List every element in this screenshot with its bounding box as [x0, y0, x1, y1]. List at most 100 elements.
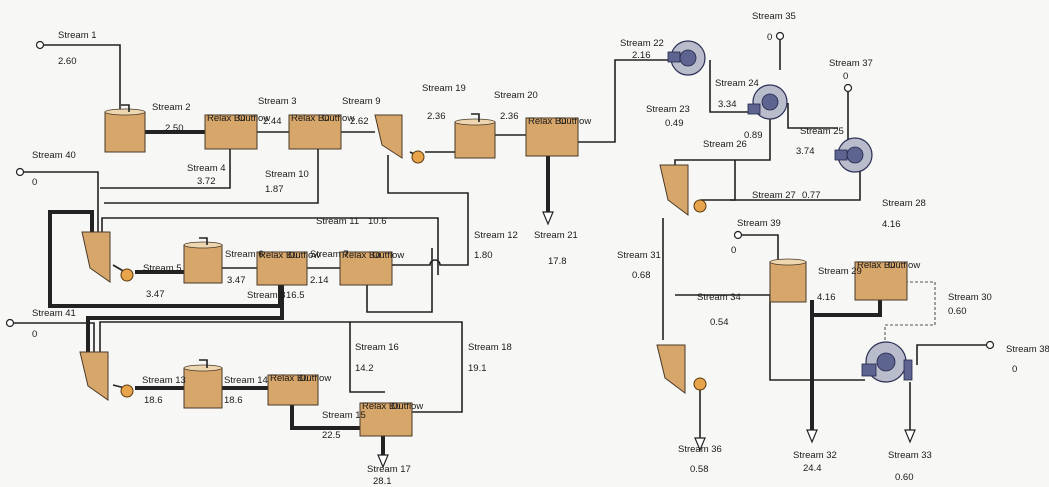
stream-name: Stream 27 — [752, 190, 796, 201]
stream-value: 24.4 — [803, 463, 822, 474]
stream-value: 0 — [32, 329, 37, 340]
cyclone-icon[interactable] — [656, 344, 686, 394]
stream-name: Stream 17 — [367, 464, 411, 475]
stream-value: 10.6 — [368, 216, 387, 227]
stream-name: Stream 30 — [948, 292, 992, 303]
stream-value: 0.54 — [710, 317, 729, 328]
stream-value: 0.89 — [744, 130, 763, 141]
stream-value: 16.5 — [286, 290, 305, 301]
svg-text:Outflow: Outflow — [391, 401, 423, 412]
stream-value: 4.16 — [882, 219, 901, 230]
cyclone-icon[interactable] — [81, 231, 111, 283]
stream-name: Stream 2 — [152, 102, 191, 113]
separator-icon[interactable] — [747, 84, 788, 120]
stream-name: Stream 37 — [829, 58, 873, 69]
stream-labels: Stream 1 2.60 Stream 2 2.50 Stream 3 2.4… — [32, 11, 1049, 487]
stream-name: Stream 16 — [355, 342, 399, 353]
stream-name: Stream 41 — [32, 308, 76, 319]
stream-name: Stream 22 — [620, 38, 664, 49]
stream-name: Stream 18 — [468, 342, 512, 353]
mixer-tank-icon[interactable] — [104, 104, 146, 153]
stream-value: 0.58 — [690, 464, 709, 475]
feed-point-icon[interactable] — [985, 340, 995, 350]
pump-icon[interactable] — [411, 150, 425, 164]
svg-text:Outflow: Outflow — [238, 113, 270, 124]
svg-text:Outflow: Outflow — [288, 250, 320, 261]
separator-icon[interactable] — [861, 341, 913, 383]
feed-point-icon[interactable] — [5, 318, 15, 328]
feed-point-icon[interactable] — [843, 83, 853, 93]
stream-value: 3.47 — [146, 289, 165, 300]
svg-text:Relax Bu: Relax Bu — [342, 250, 381, 261]
feed-point-icon[interactable] — [15, 167, 25, 177]
settler-tank-icon[interactable]: Relax Bu Outflow — [267, 373, 331, 406]
stream-name: Stream 8 — [247, 290, 286, 301]
stream-name: Stream 20 — [494, 90, 538, 101]
stream-name: Stream 25 — [800, 126, 844, 137]
pump-icon[interactable] — [120, 384, 134, 398]
settler-tank-icon[interactable]: Relax Bu Outflow — [204, 113, 270, 150]
stream-value: 17.8 — [548, 256, 567, 267]
stream-value: 14.2 — [355, 363, 374, 374]
mixer-tank-icon[interactable] — [454, 113, 496, 159]
stream-name: Stream 34 — [697, 292, 741, 303]
stream-name: Stream 39 — [737, 218, 781, 229]
units: Relax Bu Outflow Relax Bu Outflow Relax … — [79, 40, 920, 437]
outlet-arrow-icon — [904, 429, 916, 444]
outlets — [377, 211, 916, 469]
stream-name: Stream 38 — [1006, 344, 1049, 355]
stream-value: 0 — [843, 71, 848, 82]
stream-value: 0.60 — [948, 306, 967, 317]
stream-name: Stream 19 — [422, 83, 466, 94]
cyclone-icon[interactable] — [79, 351, 109, 401]
stream-value: 0 — [1012, 364, 1017, 375]
stream-name: Stream 15 — [322, 410, 366, 421]
stream-name: Stream 4 — [187, 163, 226, 174]
pump-icon[interactable] — [693, 199, 707, 213]
feed-point-icon[interactable] — [35, 40, 45, 50]
stream-name: Stream 14 — [224, 375, 268, 386]
stream-value: 2.36 — [427, 111, 446, 122]
stream-name: Stream 23 — [646, 104, 690, 115]
pump-icon[interactable] — [693, 377, 707, 391]
feed-points — [5, 31, 995, 350]
stream-name: Stream 31 — [617, 250, 661, 261]
stream-name: Stream 3 — [258, 96, 297, 107]
svg-text:Relax Bu: Relax Bu — [857, 260, 896, 271]
stream-value: 2.60 — [58, 56, 77, 67]
stream-name: Stream 32 — [793, 450, 837, 461]
outlet-arrow-icon — [694, 437, 706, 452]
mixer-tank-icon[interactable] — [183, 237, 223, 284]
settler-tank-icon[interactable]: Relax Bu Outflow — [525, 116, 591, 157]
stream-value: 2.14 — [310, 275, 329, 286]
cyclone-icon[interactable] — [374, 114, 403, 159]
stream-value: 3.34 — [718, 99, 737, 110]
settler-tank-icon[interactable]: Relax Bu Outflow — [288, 113, 354, 150]
svg-text:Outflow: Outflow — [888, 260, 920, 271]
cyclone-icon[interactable] — [659, 164, 689, 216]
separator-icon[interactable] — [834, 137, 873, 173]
stream-value: 19.1 — [468, 363, 487, 374]
settler-tank-icon[interactable]: Relax Bu Outflow — [359, 401, 423, 437]
stream-value: 0.49 — [665, 118, 684, 129]
svg-text:Outflow: Outflow — [322, 113, 354, 124]
stream-name: Stream 21 — [534, 230, 578, 241]
separator-icon[interactable] — [667, 40, 706, 76]
settler-tank-icon[interactable]: Relax Bu Outflow — [339, 250, 404, 286]
stream-value: 28.1 — [373, 476, 392, 487]
stream-value: 0.60 — [895, 472, 914, 483]
stream-name: Stream 40 — [32, 150, 76, 161]
settler-tank-icon[interactable]: Relax Bu Outflow — [854, 260, 920, 301]
mixer-tank-icon[interactable] — [769, 258, 807, 303]
settler-tank-icon[interactable]: Relax Bu Outflow — [256, 250, 320, 286]
svg-text:Outflow: Outflow — [372, 250, 404, 261]
stream-value: 1.80 — [474, 250, 493, 261]
stream-name: Stream 12 — [474, 230, 518, 241]
pump-icon[interactable] — [120, 268, 134, 282]
feed-point-icon[interactable] — [733, 230, 743, 240]
outlet-arrow-icon — [542, 211, 554, 226]
mixer-tank-icon[interactable] — [183, 359, 223, 409]
stream-value: 2.44 — [263, 116, 282, 127]
feed-point-icon[interactable] — [775, 31, 785, 41]
